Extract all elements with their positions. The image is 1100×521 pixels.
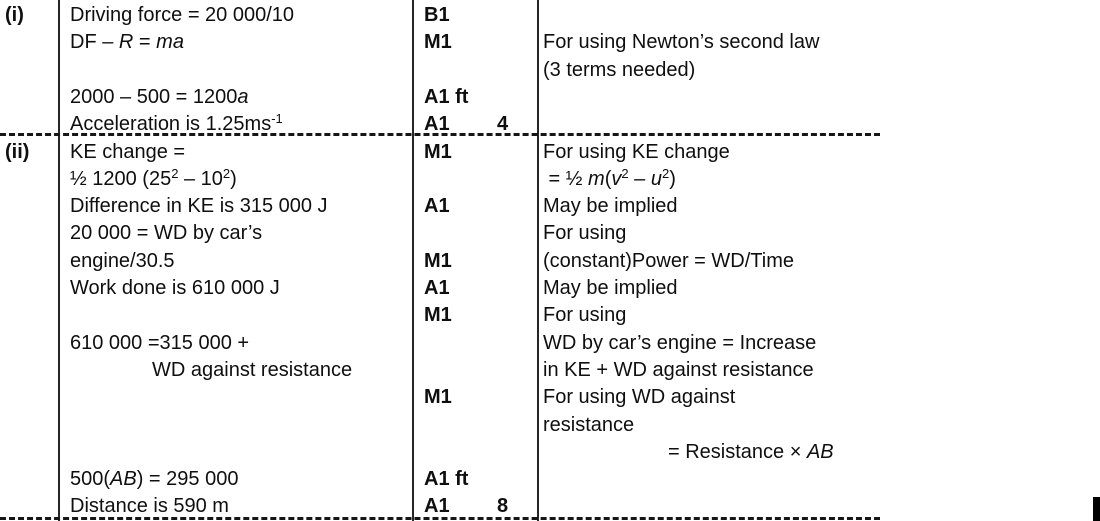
text-segment: 500( [70, 468, 111, 491]
mark-scheme-row: Acceleration is 1.25ms-1 A1 4 [0, 111, 1100, 138]
comment-text: May be implied [543, 195, 678, 218]
superscript-text: 2 [661, 165, 670, 181]
comment-text: (constant)Power = WD/Time [543, 249, 794, 272]
comment-text: WD by car’s engine = Increase [543, 331, 817, 354]
mark-scheme-row: M1 For using [0, 302, 1100, 329]
italic-text: AB [110, 468, 137, 491]
italic-text: R [118, 31, 134, 54]
italic-text: v [611, 167, 622, 190]
mark-scheme-row: Work done is 610 000 J A1 May be implied [0, 275, 1100, 302]
mark-scheme-row: Difference in KE is 315 000 J A1 May be im… [0, 193, 1100, 220]
comment-text: For using Newton’s second law [543, 31, 820, 54]
scan-artifact-mark [1093, 497, 1100, 521]
comment-text: For using KE change [543, 140, 730, 163]
mark-scheme-row: (3 terms needed) [0, 57, 1100, 84]
mark-scheme-row: 20 000 = WD by car’s For using [0, 220, 1100, 247]
comment-text: = Resistance × AB [668, 439, 834, 466]
superscript-text: 2 [222, 165, 231, 181]
text-segment: ) = 295 000 [136, 468, 239, 491]
mark-code: A1 [424, 277, 450, 299]
mark-scheme-row: Distance is 590 m A1 8 [0, 493, 1100, 520]
text-segment: – [628, 167, 651, 190]
working-text: 2000 – 500 = 1200a [70, 84, 249, 111]
text-segment: DF – [70, 31, 119, 54]
mark-scheme-row: 2000 – 500 = 1200a A1 ft [0, 84, 1100, 111]
column-divider-working-left [58, 0, 60, 521]
mark-scheme-row: = Resistance × AB [0, 439, 1100, 466]
text-segment: 2000 – 500 = 1200 [70, 85, 238, 108]
mark-scheme-row: engine/30.5 M1 (constant)Power = WD/Time [0, 248, 1100, 275]
mark-code: M1 [424, 386, 452, 409]
superscript-text: 2 [621, 165, 629, 181]
italic-text: AB [806, 440, 834, 463]
comment-text: = ½ m(v2 – u2) [543, 166, 676, 194]
text-segment: = [133, 31, 157, 54]
comment-text: May be implied [543, 277, 678, 299]
working-text: Driving force = 20 000/10 [70, 4, 295, 26]
text-segment: ) [230, 167, 237, 190]
working-text: engine/30.5 [70, 249, 175, 272]
mark-code: M1 [424, 31, 452, 54]
column-divider-marks-left [412, 0, 414, 521]
text-segment: ½ 1200 (25 [70, 167, 172, 190]
total-marks: 8 [497, 495, 509, 518]
comment-text: For using [543, 222, 627, 245]
mark-code: M1 [424, 249, 452, 272]
column-divider-comments-left [537, 0, 539, 521]
mark-code: M1 [424, 304, 452, 327]
text-segment: – 10 [178, 167, 223, 190]
working-text: Distance is 590 m [70, 495, 229, 518]
mark-code: A1 [424, 495, 450, 518]
working-text: KE change = [70, 140, 186, 163]
working-text: 500(AB) = 295 000 [70, 466, 238, 493]
working-text: Difference in KE is 315 000 J [70, 195, 328, 218]
superscript-text: 2 [171, 165, 179, 181]
comment-text: resistance [543, 413, 635, 436]
mark-scheme-row: ½ 1200 (252 – 102) = ½ m(v2 – u2) [0, 166, 1100, 193]
bottom-separator-dashed-line [0, 517, 880, 520]
text-segment: = Resistance × [668, 440, 807, 463]
italic-text: ma [156, 31, 184, 54]
italic-text: m [588, 167, 605, 190]
text-segment: Acceleration is 1.25ms [70, 113, 272, 136]
mark-scheme-row: resistance [0, 412, 1100, 439]
superscript-text: -1 [271, 111, 283, 127]
working-text: 610 000 =315 000 + [70, 331, 250, 354]
mark-scheme-row: WD against resistance in KE + WD against … [0, 357, 1100, 384]
mark-scheme-row: 610 000 =315 000 + WD by car’s engine = I… [0, 330, 1100, 357]
mark-code: A1 ft [424, 85, 469, 108]
working-text: Work done is 610 000 J [70, 277, 280, 299]
total-marks: 4 [497, 113, 509, 136]
mark-code: B1 [424, 4, 450, 26]
mark-scheme-row: (i) Driving force = 20 000/10 B1 [0, 2, 1100, 29]
part-label: (ii) [5, 140, 30, 163]
working-text: ½ 1200 (252 – 102) [70, 166, 237, 194]
comment-text: For using [543, 304, 627, 327]
mark-code: A1 ft [424, 468, 469, 491]
part-label: (i) [5, 4, 24, 26]
working-text: DF – R = ma [70, 29, 184, 56]
part-separator-dashed-line [0, 133, 880, 136]
mark-scheme-row: DF – R = ma M1 For using Newton’s second l… [0, 29, 1100, 56]
text-segment: = ½ [543, 167, 589, 190]
italic-text: a [237, 85, 249, 108]
comment-text: For using WD against [543, 386, 736, 409]
mark-scheme-row: 500(AB) = 295 000 A1 ft [0, 466, 1100, 493]
text-segment: ( [604, 167, 612, 190]
comment-text: (3 terms needed) [543, 58, 696, 81]
comment-text: in KE + WD against resistance [543, 358, 814, 381]
mark-scheme-row: (ii) KE change = M1 For using KE change [0, 139, 1100, 166]
working-text: WD against resistance [152, 358, 353, 381]
working-text: Acceleration is 1.25ms-1 [70, 111, 283, 139]
text-segment: ) [669, 167, 676, 190]
mark-code: M1 [424, 140, 452, 163]
mark-code: A1 [424, 195, 450, 218]
italic-text: u [650, 167, 662, 190]
mark-scheme-row: M1 For using WD against [0, 384, 1100, 411]
working-text: 20 000 = WD by car’s [70, 222, 263, 245]
mark-code: A1 [424, 113, 450, 136]
